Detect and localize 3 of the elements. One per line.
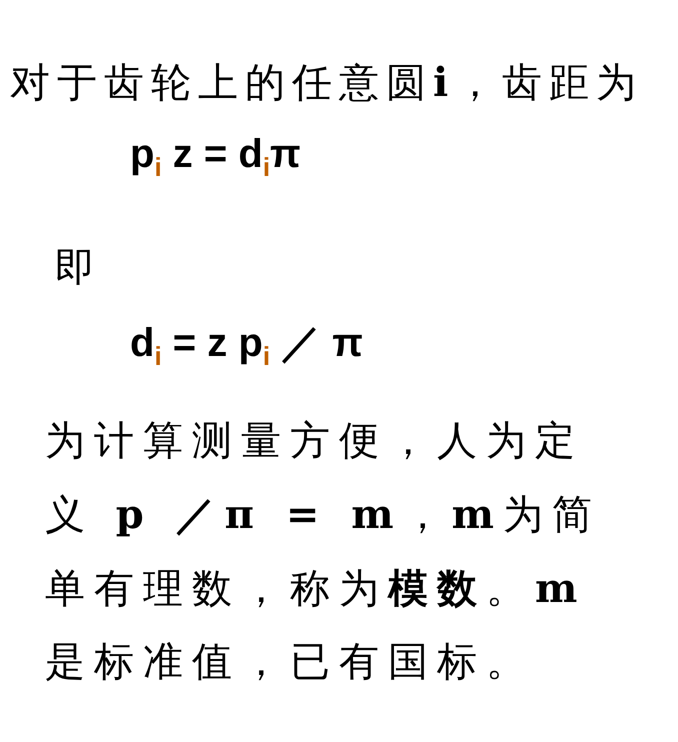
text-line: 即 (55, 244, 95, 293)
formula: d$_{i}$ = z p$_{i}$ ／ π (130, 320, 363, 372)
formula: p$_{i}$ z = d$_{i}$π (130, 132, 301, 183)
